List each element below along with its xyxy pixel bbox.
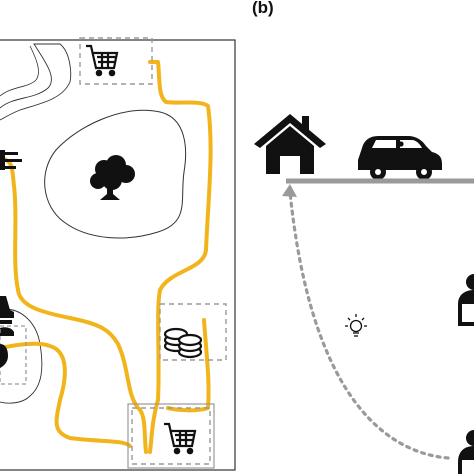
panel-label-b: (b) xyxy=(252,0,274,17)
coins-icon xyxy=(163,327,203,359)
cart-top-box xyxy=(79,37,153,85)
contour-top-left xyxy=(0,43,72,121)
bus-stop-icon xyxy=(0,150,22,170)
route-left xyxy=(0,156,148,454)
lightbulb-idea-icon xyxy=(345,314,367,337)
shopping-cart-icon xyxy=(164,422,197,455)
person-icon xyxy=(458,274,474,326)
route-bottom xyxy=(0,341,132,448)
route-main xyxy=(148,60,213,454)
person-icon xyxy=(458,430,474,474)
contour-top-left-inner xyxy=(0,45,39,97)
location-icon xyxy=(0,344,8,368)
map-panel xyxy=(0,37,236,471)
contour-bottom-left xyxy=(0,308,43,404)
route-lines xyxy=(0,60,213,454)
arrowhead-up xyxy=(282,184,297,197)
map-border xyxy=(0,39,236,471)
cart-bottom-box xyxy=(131,407,211,465)
diagram-panel-b xyxy=(254,114,474,474)
edge-dotted-return xyxy=(288,190,450,460)
cart-bottom-outer-box xyxy=(127,403,215,469)
coins-box xyxy=(159,303,227,361)
car-icon xyxy=(358,136,442,180)
house-icon xyxy=(254,114,326,174)
person-in-building-icon xyxy=(0,296,14,336)
tree-icon xyxy=(90,155,135,200)
park-contour xyxy=(44,109,187,239)
shopping-cart-icon xyxy=(86,44,119,77)
